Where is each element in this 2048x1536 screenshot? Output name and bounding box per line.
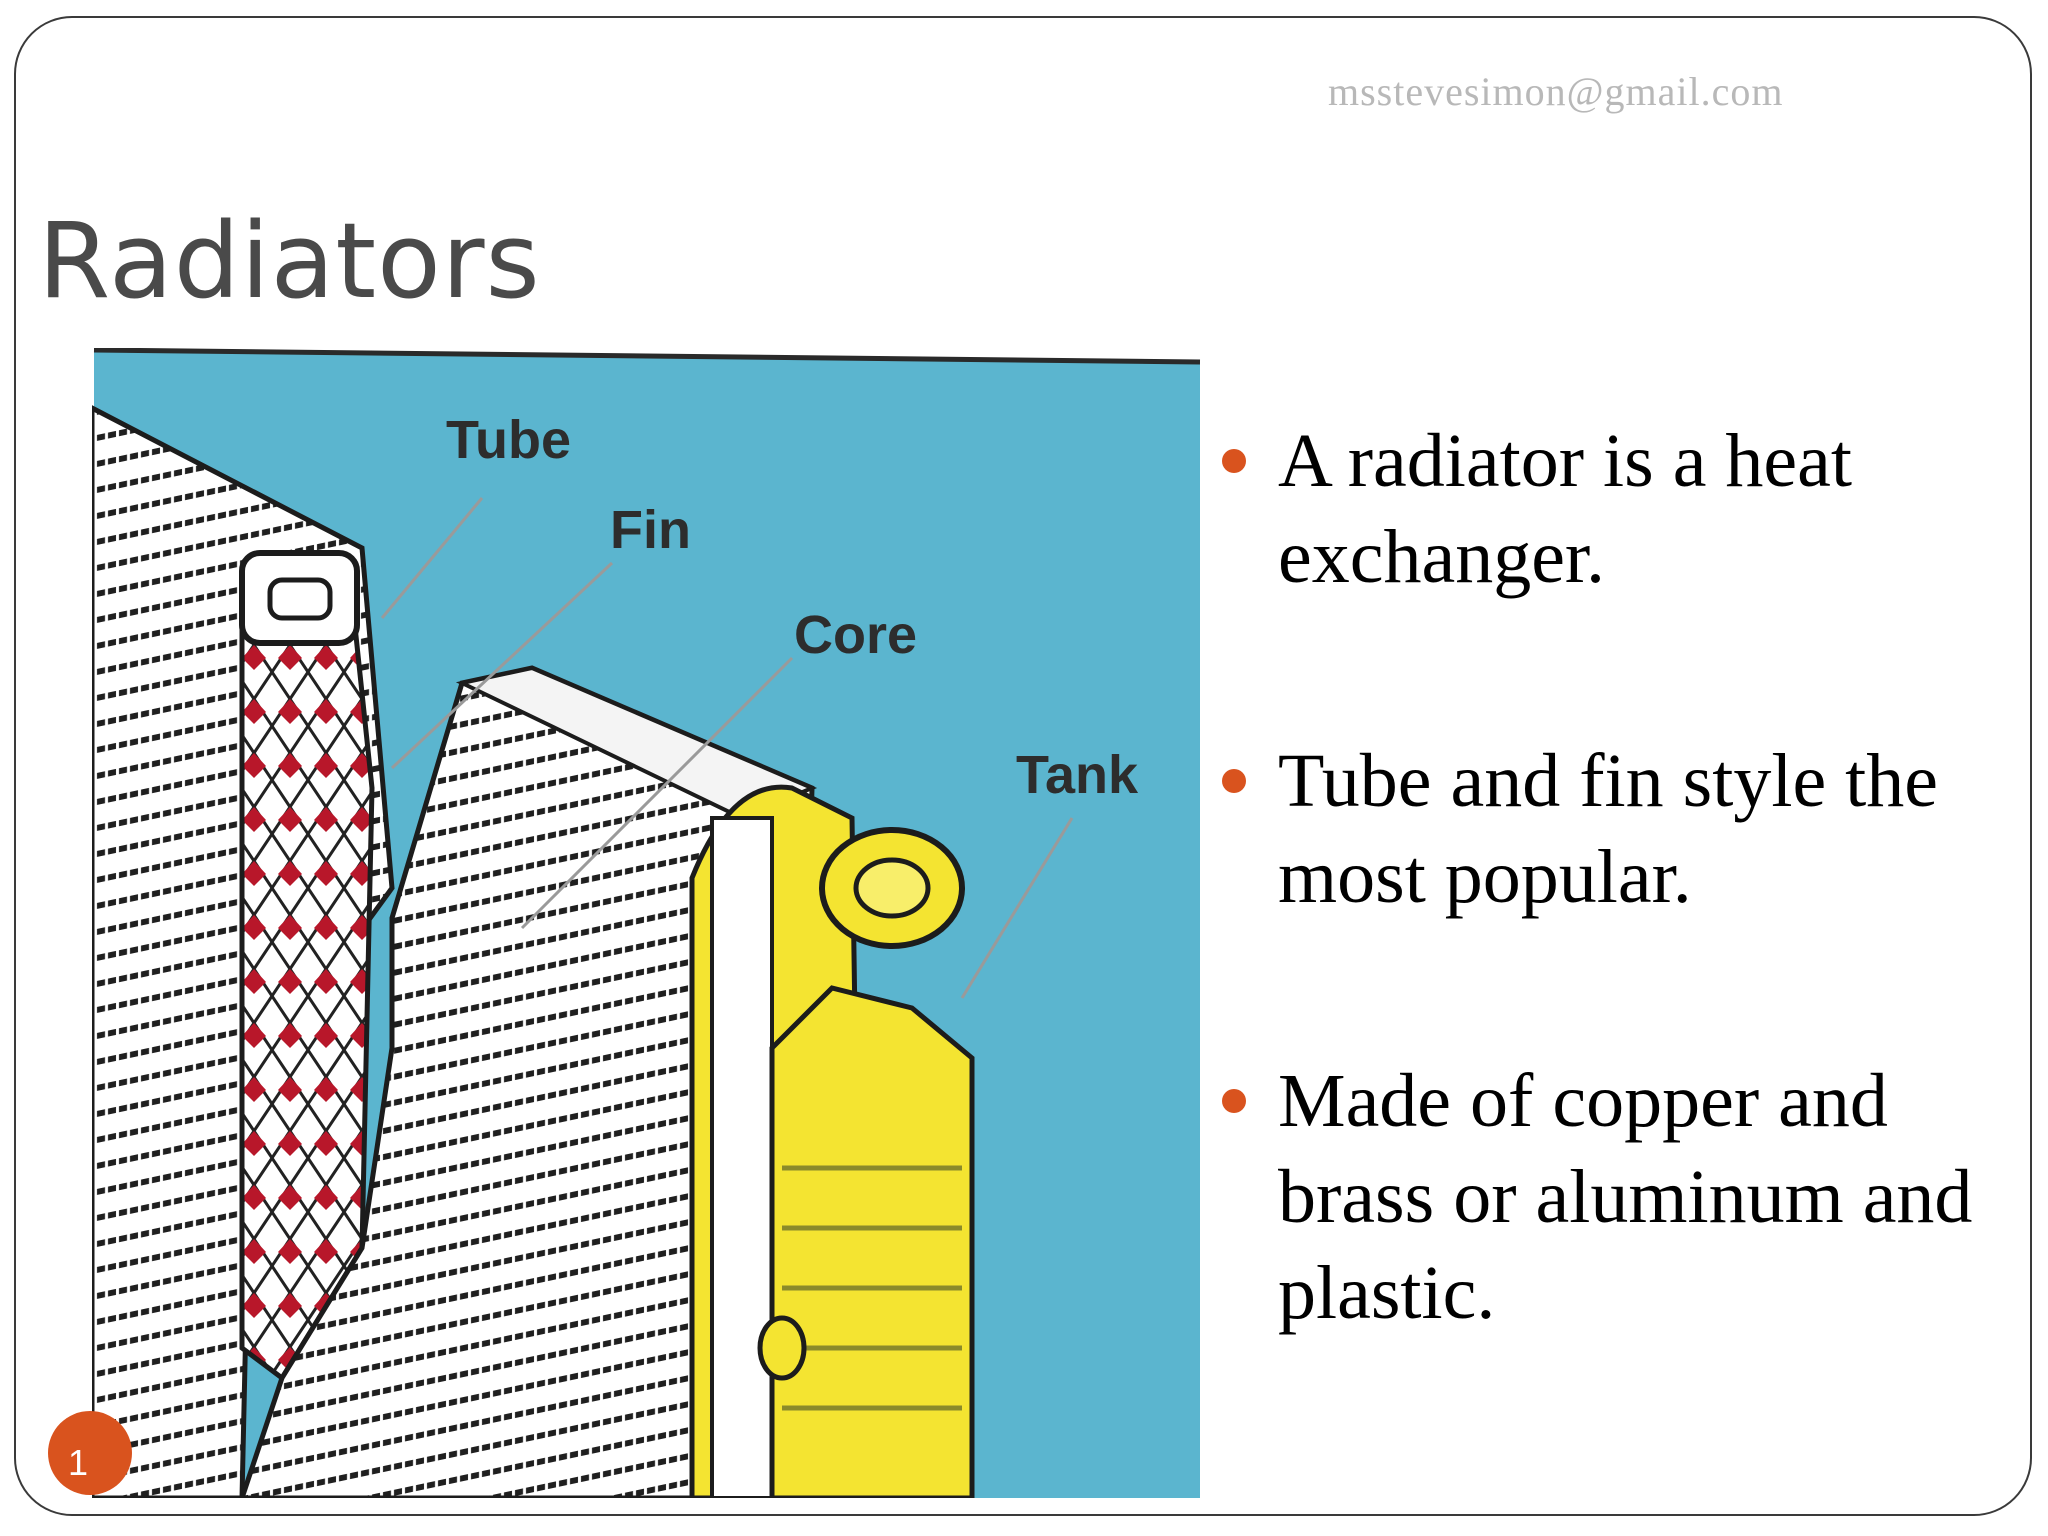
bullet-dot-icon	[1222, 449, 1246, 473]
bullet-text: A radiator is a heat exchanger.	[1278, 419, 1853, 599]
bullet-list: A radiator is a heat exchanger. Tube and…	[1216, 413, 2030, 1341]
bullet-dot-icon	[1222, 769, 1246, 793]
page-number: 1	[68, 1442, 89, 1483]
slide-frame: msstevesimon@gmail.com Radiators	[14, 16, 2032, 1516]
bullet-text: Made of copper and brass or aluminum and…	[1278, 1059, 1973, 1335]
radiator-diagram: Tube Fin Core Tank	[92, 348, 1204, 1498]
bullet-item: Tube and fin style the most popular.	[1216, 733, 2030, 925]
label-tank: Tank	[1016, 745, 1139, 805]
bullet-text: Tube and fin style the most popular.	[1278, 739, 1939, 919]
author-email: msstevesimon@gmail.com	[1328, 69, 1784, 114]
bullet-dot-icon	[1222, 1089, 1246, 1113]
tube-cutaway	[239, 575, 375, 1382]
page-number-badge	[48, 1411, 132, 1495]
label-tube: Tube	[446, 410, 571, 470]
bullet-item: Made of copper and brass or aluminum and…	[1216, 1053, 2030, 1341]
overflow-reservoir	[769, 985, 975, 1498]
label-core: Core	[794, 605, 917, 665]
tube-top	[239, 550, 360, 646]
radiator-illustration: Tube Fin Core Tank	[92, 348, 1201, 1498]
label-fin: Fin	[610, 500, 691, 560]
slide-title: Radiators	[38, 200, 541, 322]
bullet-item: A radiator is a heat exchanger.	[1216, 413, 2030, 605]
